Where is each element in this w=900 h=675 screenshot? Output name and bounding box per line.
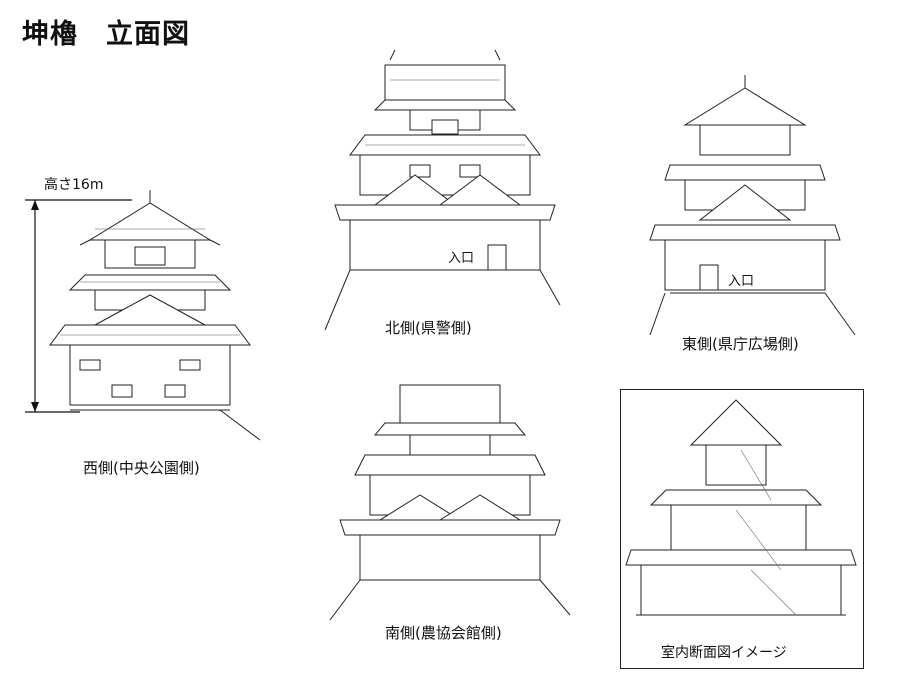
section-inset-frame: 室内断面図イメージ [620,389,864,669]
west-caption: 西側(中央公園側) [83,459,200,477]
section-drawing [625,399,857,616]
height-dimension-line [25,199,132,413]
east-caption: 東側(県庁広場側) [682,335,799,353]
section-caption: 室内断面図イメージ [661,645,787,661]
east-elevation-drawing [649,75,856,336]
north-entrance-label: 入口 [448,251,475,266]
south-caption: 南側(農協会館側) [385,624,502,642]
north-caption: 北側(県警側) [385,319,472,337]
west-elevation-drawing [49,190,261,441]
north-elevation-drawing [324,49,561,331]
east-entrance-label: 入口 [728,274,755,289]
page-title: 坤櫓 立面図 [22,19,190,50]
south-elevation-drawing [329,384,571,621]
height-label: 高さ16m [44,177,104,193]
